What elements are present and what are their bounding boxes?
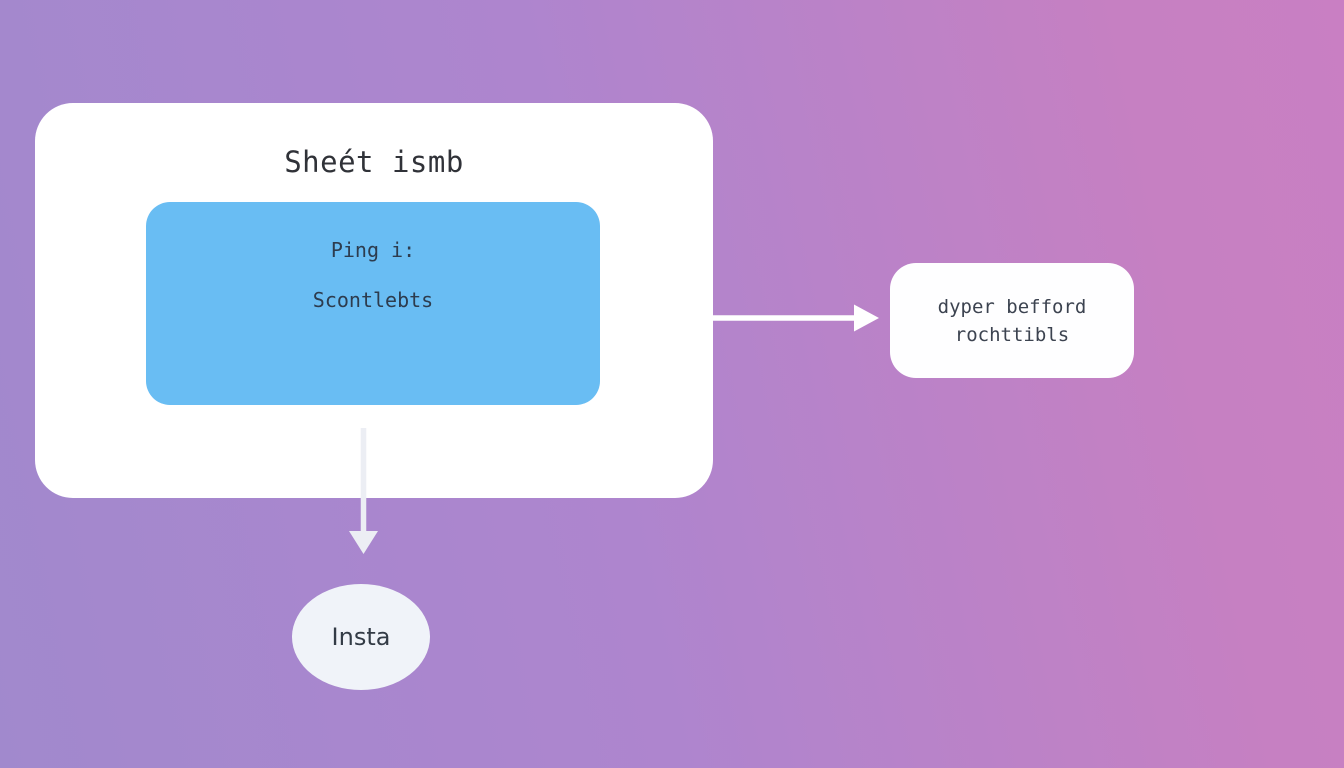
arrow-right-head (854, 304, 879, 332)
right-box: dyper befford rochttibls (890, 263, 1134, 378)
main-card-title: Sheét ismb (284, 145, 464, 179)
right-box-line2: rochttibls (954, 323, 1070, 346)
inner-box-line2: Scontlebts (312, 288, 434, 312)
arrow-right-icon (713, 304, 879, 332)
inner-box-line1: Ping i: (330, 238, 416, 262)
right-box-line1: dyper befford (937, 295, 1087, 318)
ellipse-node: Insta (292, 584, 430, 690)
arrow-down-head (349, 531, 378, 554)
main-card: Sheét ismb Ping i: Scontlebts (35, 103, 713, 498)
inner-blue-box: Ping i: Scontlebts (146, 202, 600, 405)
ellipse-node-label: Insta (331, 623, 391, 651)
